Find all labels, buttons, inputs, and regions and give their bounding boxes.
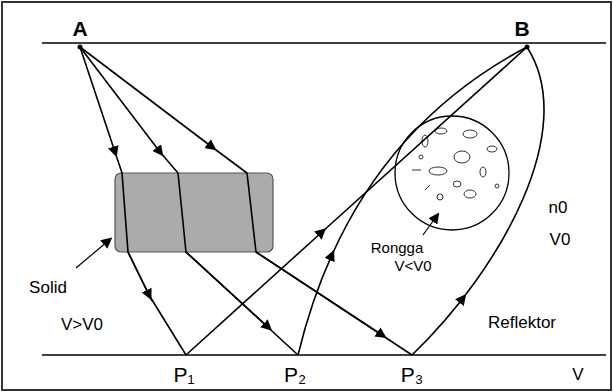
layer-index: n0 [549,199,568,218]
part-name: Solid [29,279,67,298]
leader-arrows [76,217,436,268]
layer-velocity: V0 [550,231,571,250]
solid-body [115,173,273,252]
point-name: B [514,17,529,40]
ray-paths [80,47,544,355]
point-name: P₂ [284,363,306,386]
point-name: P₁ [173,363,194,386]
reflector-line [42,354,606,356]
point-name: A [72,17,87,40]
velocity-note: V<V0 [394,258,431,275]
surface-line [42,42,606,44]
part-name: Rongga [371,240,424,257]
layer-velocity: V [572,366,583,385]
layer-name: Reflektor [488,314,556,333]
point-dots [78,45,530,50]
velocity-note: V>V0 [61,316,103,335]
point-name: P₃ [401,363,424,386]
